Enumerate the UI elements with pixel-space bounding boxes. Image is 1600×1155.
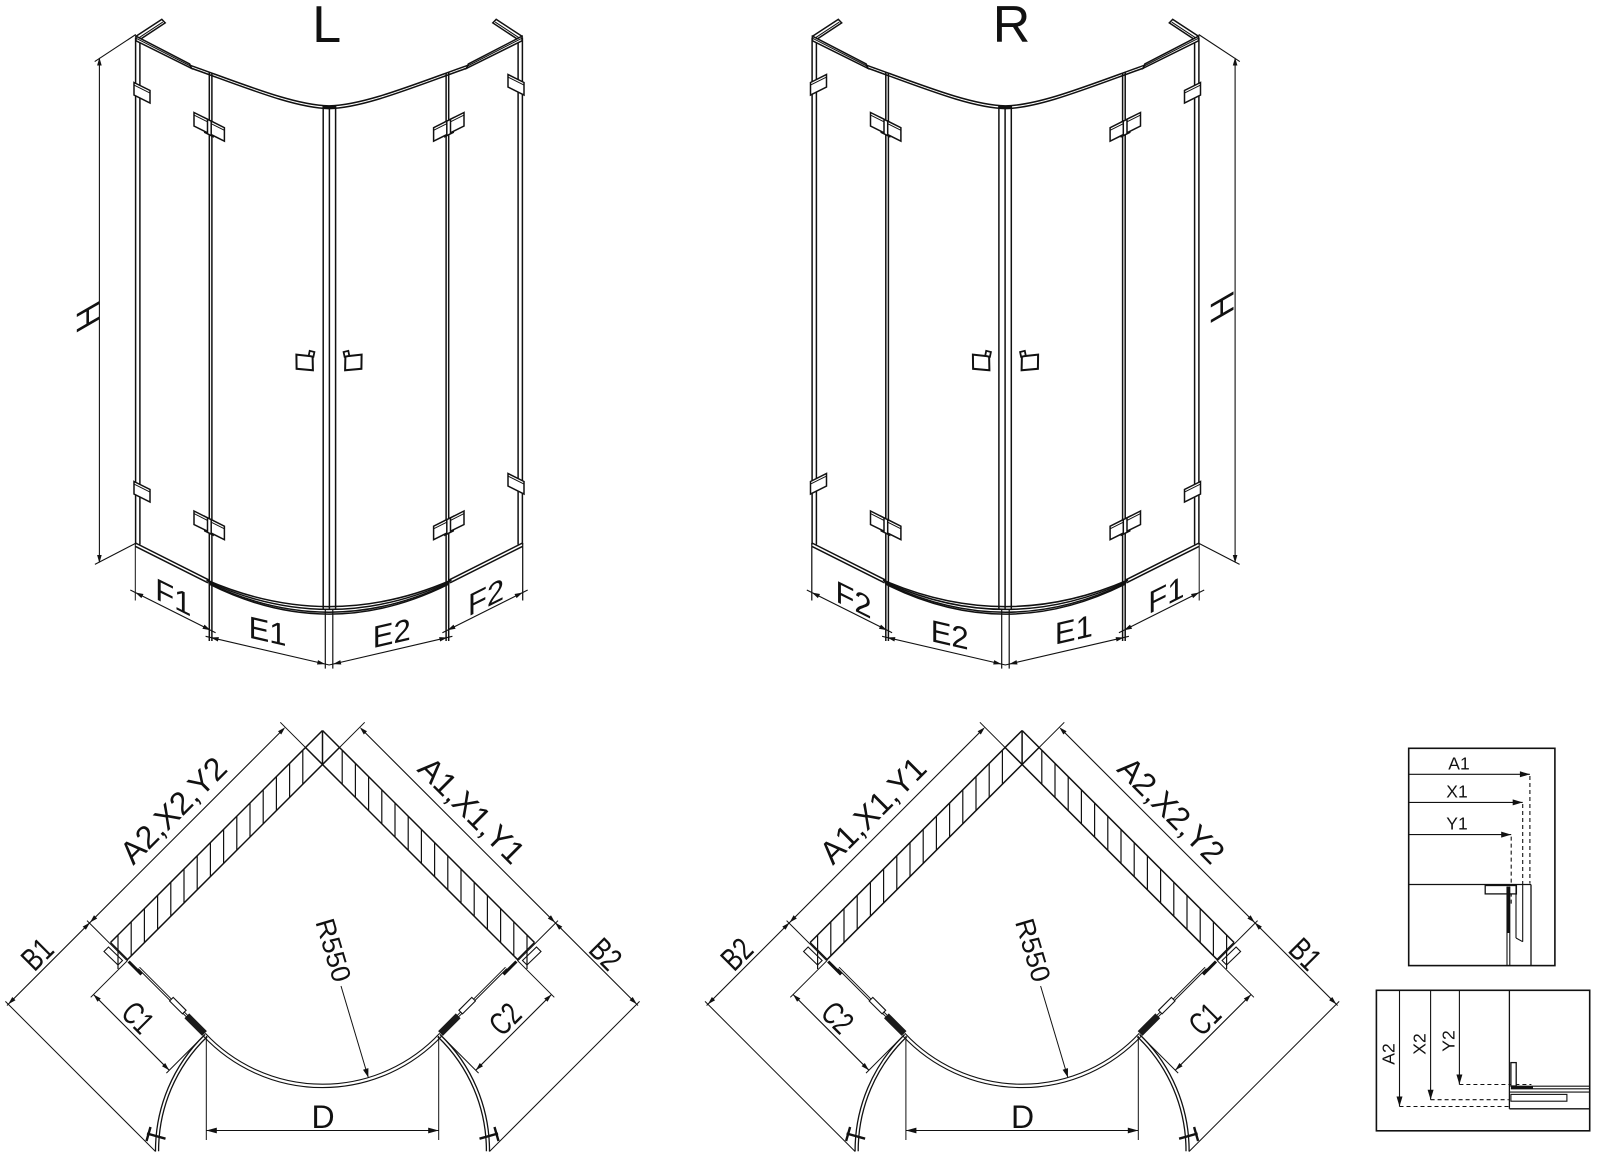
svg-text:A1: A1 [1448,753,1469,773]
svg-text:F2: F2 [468,570,504,623]
svg-text:C2: C2 [814,994,861,1041]
svg-text:A1,X1,Y1: A1,X1,Y1 [812,750,933,871]
svg-text:F1: F1 [155,571,191,624]
svg-text:H: H [70,294,107,339]
svg-text:A2: A2 [1379,1043,1399,1064]
svg-text:L: L [312,0,341,54]
svg-text:D: D [1011,1099,1034,1135]
svg-text:B1: B1 [14,931,61,978]
svg-text:A2,X2,Y2: A2,X2,Y2 [1111,750,1232,871]
svg-text:X2: X2 [1410,1033,1430,1054]
svg-text:R550: R550 [1009,915,1056,985]
svg-text:A1,X1,Y1: A1,X1,Y1 [411,750,532,871]
svg-text:F2: F2 [836,573,872,626]
svg-text:A2,X2,Y2: A2,X2,Y2 [113,750,234,871]
svg-text:B1: B1 [1282,931,1329,978]
svg-text:B2: B2 [713,931,760,978]
svg-text:D: D [311,1099,334,1135]
svg-text:E2: E2 [931,613,969,656]
svg-text:R: R [993,0,1031,54]
svg-text:E1: E1 [1055,608,1093,651]
svg-text:R550: R550 [310,915,357,985]
svg-text:E1: E1 [249,610,287,653]
svg-text:C2: C2 [482,996,529,1043]
svg-text:E2: E2 [373,612,411,655]
svg-text:B2: B2 [582,931,629,978]
svg-text:Y1: Y1 [1446,814,1467,834]
svg-text:F1: F1 [1148,568,1184,621]
svg-text:X1: X1 [1446,781,1467,801]
svg-text:C1: C1 [1181,996,1228,1043]
svg-text:C1: C1 [115,994,162,1041]
svg-text:Y2: Y2 [1438,1030,1458,1051]
